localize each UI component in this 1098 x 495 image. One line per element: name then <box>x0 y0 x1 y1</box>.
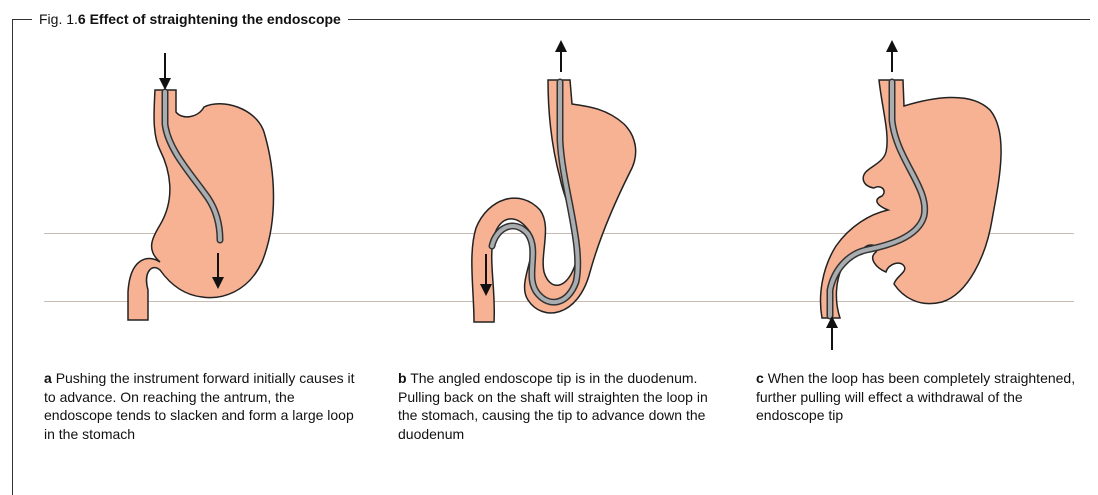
caption-c-letter: c <box>756 370 764 386</box>
caption-a-letter: a <box>44 370 52 386</box>
panel-b-illustration <box>472 46 636 322</box>
panel-c-illustration <box>821 46 1002 350</box>
caption-b-letter: b <box>398 370 407 386</box>
caption-b: b The angled endoscope tip is in the duo… <box>398 369 718 443</box>
caption-b-text: The angled endoscope tip is in the duode… <box>398 370 708 442</box>
caption-a: a Pushing the instrument forward initial… <box>44 369 364 443</box>
stomach-a <box>128 90 274 320</box>
caption-c-text: When the loop has been completely straig… <box>756 370 1075 423</box>
panel-a-illustration <box>128 53 274 320</box>
stomach-c <box>821 80 1002 318</box>
stomach-b <box>472 80 636 322</box>
caption-a-text: Pushing the instrument forward initially… <box>44 370 355 442</box>
caption-c: c When the loop has been completely stra… <box>756 369 1076 425</box>
